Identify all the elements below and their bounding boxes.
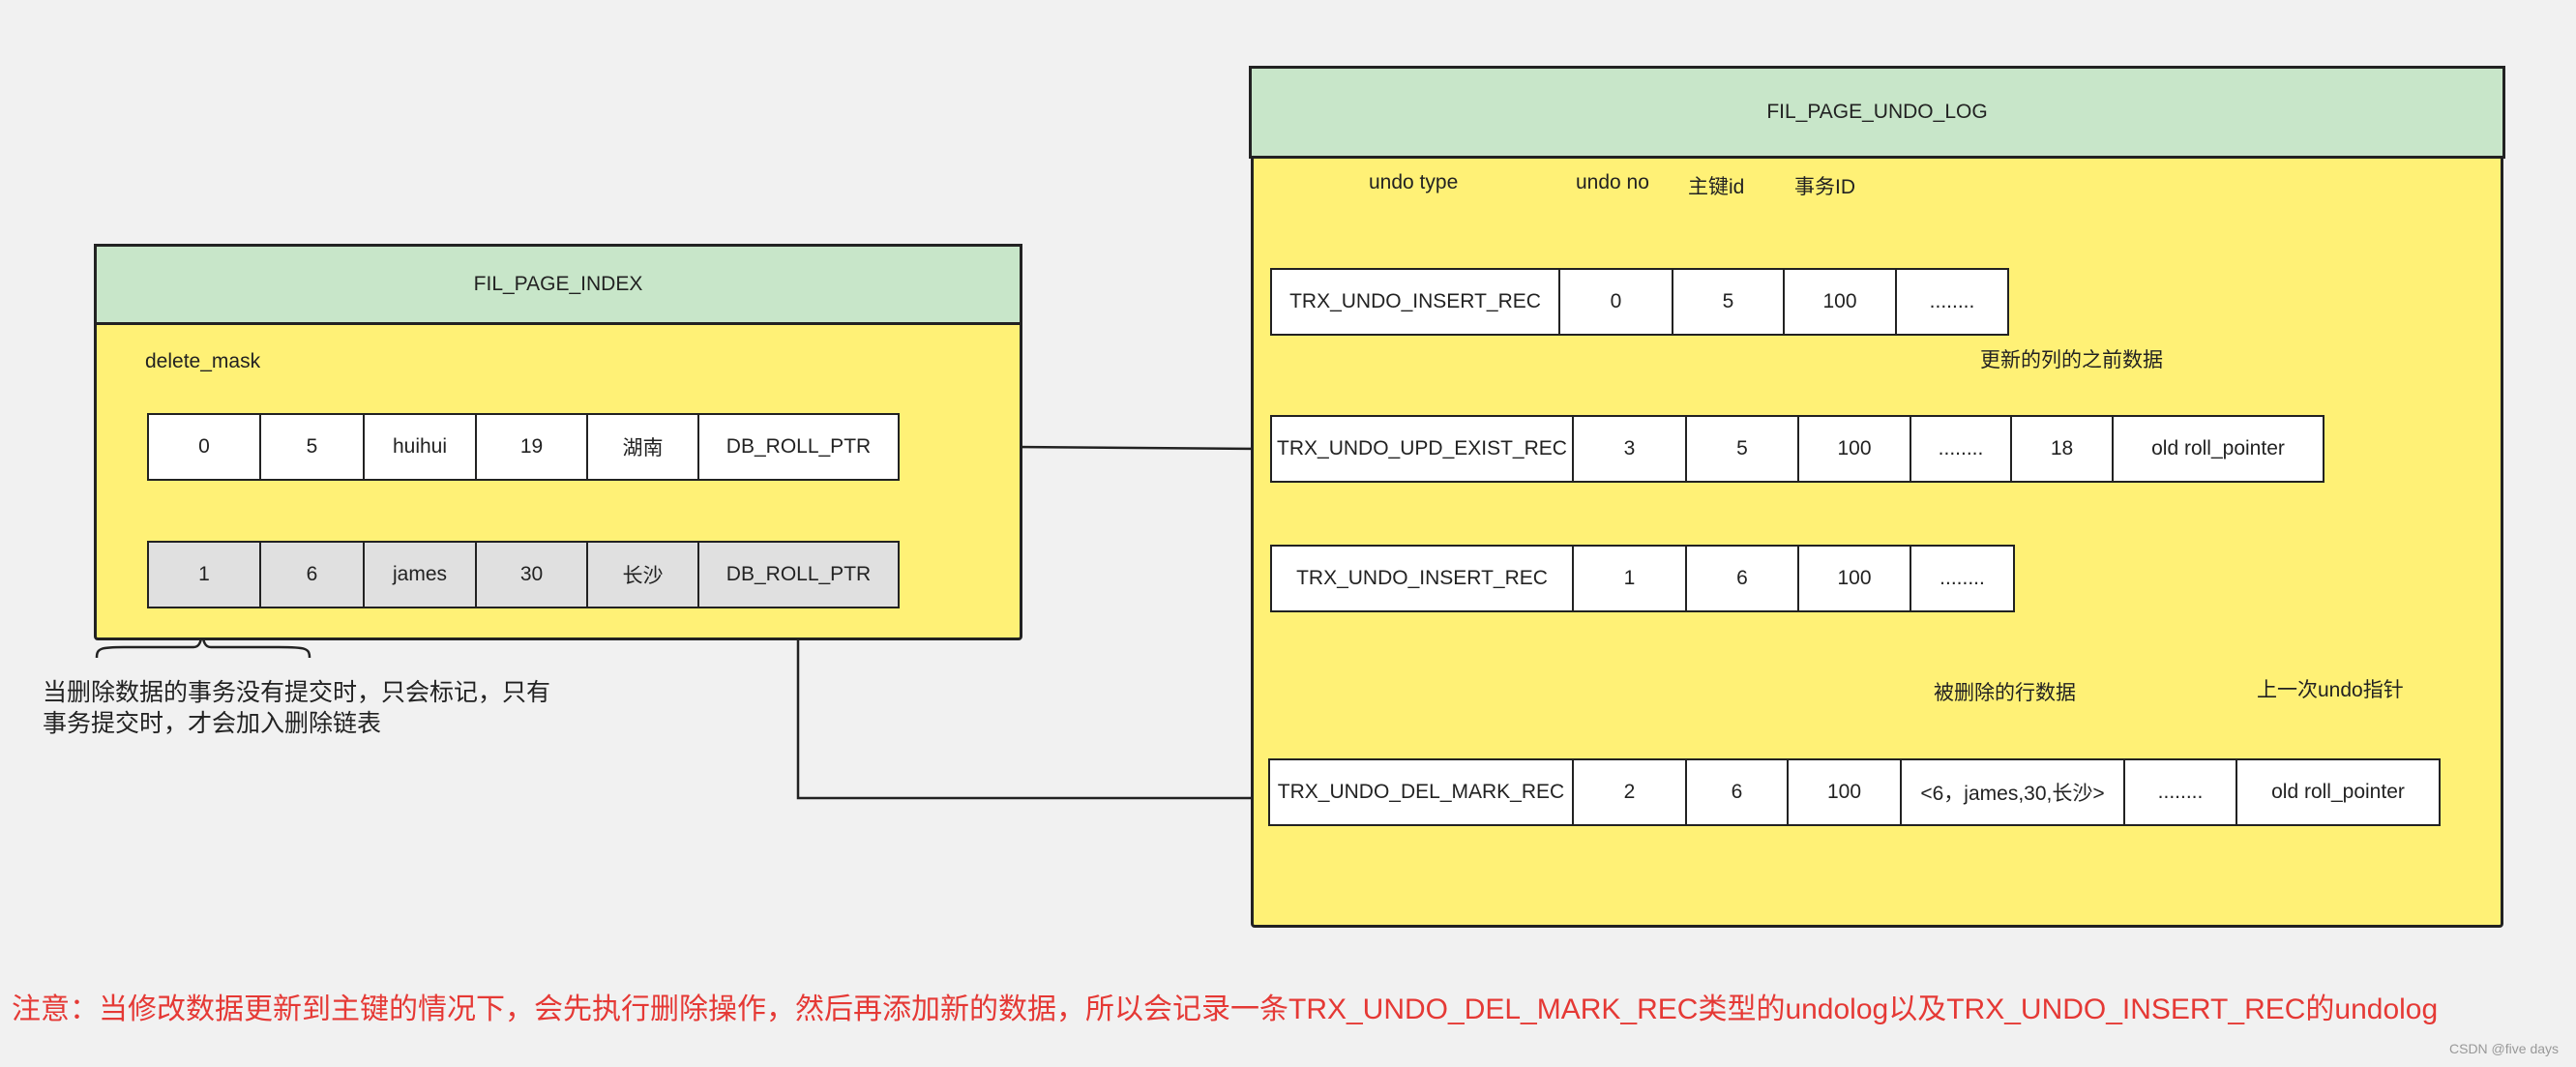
undo-cell: 6 [1685,758,1789,826]
label-deleted-row-data: 被删除的行数据 [1934,682,2076,704]
footer-note: 注意：当修改数据更新到主键的情况下，会先执行删除操作，然后再添加新的数据，所以会… [12,993,2439,1025]
undo-cell: ........ [1910,545,2015,612]
undo-cell: 0 [1558,268,1673,336]
index-page-title: FIL_PAGE_INDEX [473,273,643,295]
undo-cell: ........ [2123,758,2237,826]
undo-cell: 18 [2010,415,2114,483]
undo-cell: 5 [1672,268,1785,336]
index-cell: 0 [147,413,261,481]
index-cell: huihui [363,413,477,481]
label-prev-column-data: 更新的列的之前数据 [1980,349,2163,371]
undo-record-insert-2: TRX_UNDO_INSERT_REC 1 6 100 ........ [1270,545,2015,612]
undo-cell: 100 [1797,415,1911,483]
delete-note: 当删除数据的事务没有提交时，只会标记，只有事务提交时，才会加入删除链表 [43,679,551,737]
undo-cell: 100 [1797,545,1911,612]
label-prev-undo-pointer: 上一次undo指针 [2257,679,2404,701]
delete-mask-label: delete_mask [145,350,261,372]
arrow-index-to-delmark [796,608,1265,804]
label-primary-key-id: 主键id [1688,176,1745,198]
index-cell: 长沙 [586,541,699,608]
undo-cell: 1 [1572,545,1687,612]
undo-cell: TRX_UNDO_INSERT_REC [1270,545,1574,612]
undo-cell: <6，james,30,长沙> [1900,758,2125,826]
watermark: CSDN @five days [2449,1041,2560,1056]
undo-record-upd-exist: TRX_UNDO_UPD_EXIST_REC 3 5 100 ........ … [1270,415,2324,483]
undo-cell: ........ [1895,268,2009,336]
undo-record-del-mark: TRX_UNDO_DEL_MARK_REC 2 6 100 <6，james,3… [1268,758,2441,826]
index-cell: james [363,541,477,608]
index-cell: 30 [475,541,588,608]
undo-cell: 3 [1572,415,1687,483]
index-cell: 5 [259,413,365,481]
index-cell: DB_ROLL_PTR [697,413,900,481]
index-row-1: 0 5 huihui 19 湖南 DB_ROLL_PTR [147,413,900,481]
undo-record-insert-1: TRX_UNDO_INSERT_REC 0 5 100 ........ [1270,268,2009,336]
undo-cell: old roll_pointer [2235,758,2441,826]
label-undo-type: undo type [1369,171,1459,193]
undo-cell: 100 [1783,268,1897,336]
undo-page-title: FIL_PAGE_UNDO_LOG [1766,101,1988,123]
index-cell: DB_ROLL_PTR [697,541,900,608]
undo-cell: ........ [1910,415,2012,483]
label-undo-no: undo no [1576,171,1649,193]
undo-cell: old roll_pointer [2112,415,2324,483]
undo-cell: TRX_UNDO_UPD_EXIST_REC [1270,415,1574,483]
index-cell: 湖南 [586,413,699,481]
index-page-header: FIL_PAGE_INDEX [94,244,1022,325]
undo-cell: 5 [1685,415,1799,483]
index-row-2: 1 6 james 30 长沙 DB_ROLL_PTR [147,541,900,608]
undo-cell: TRX_UNDO_INSERT_REC [1270,268,1560,336]
undo-page-header: FIL_PAGE_UNDO_LOG [1249,66,2505,159]
undo-cell: 2 [1572,758,1687,826]
undo-cell: TRX_UNDO_DEL_MARK_REC [1268,758,1574,826]
index-cell: 6 [259,541,365,608]
index-cell: 1 [147,541,261,608]
label-trx-id: 事务ID [1794,176,1855,198]
index-cell: 19 [475,413,588,481]
undo-cell: 6 [1685,545,1799,612]
undo-cell: 100 [1787,758,1902,826]
